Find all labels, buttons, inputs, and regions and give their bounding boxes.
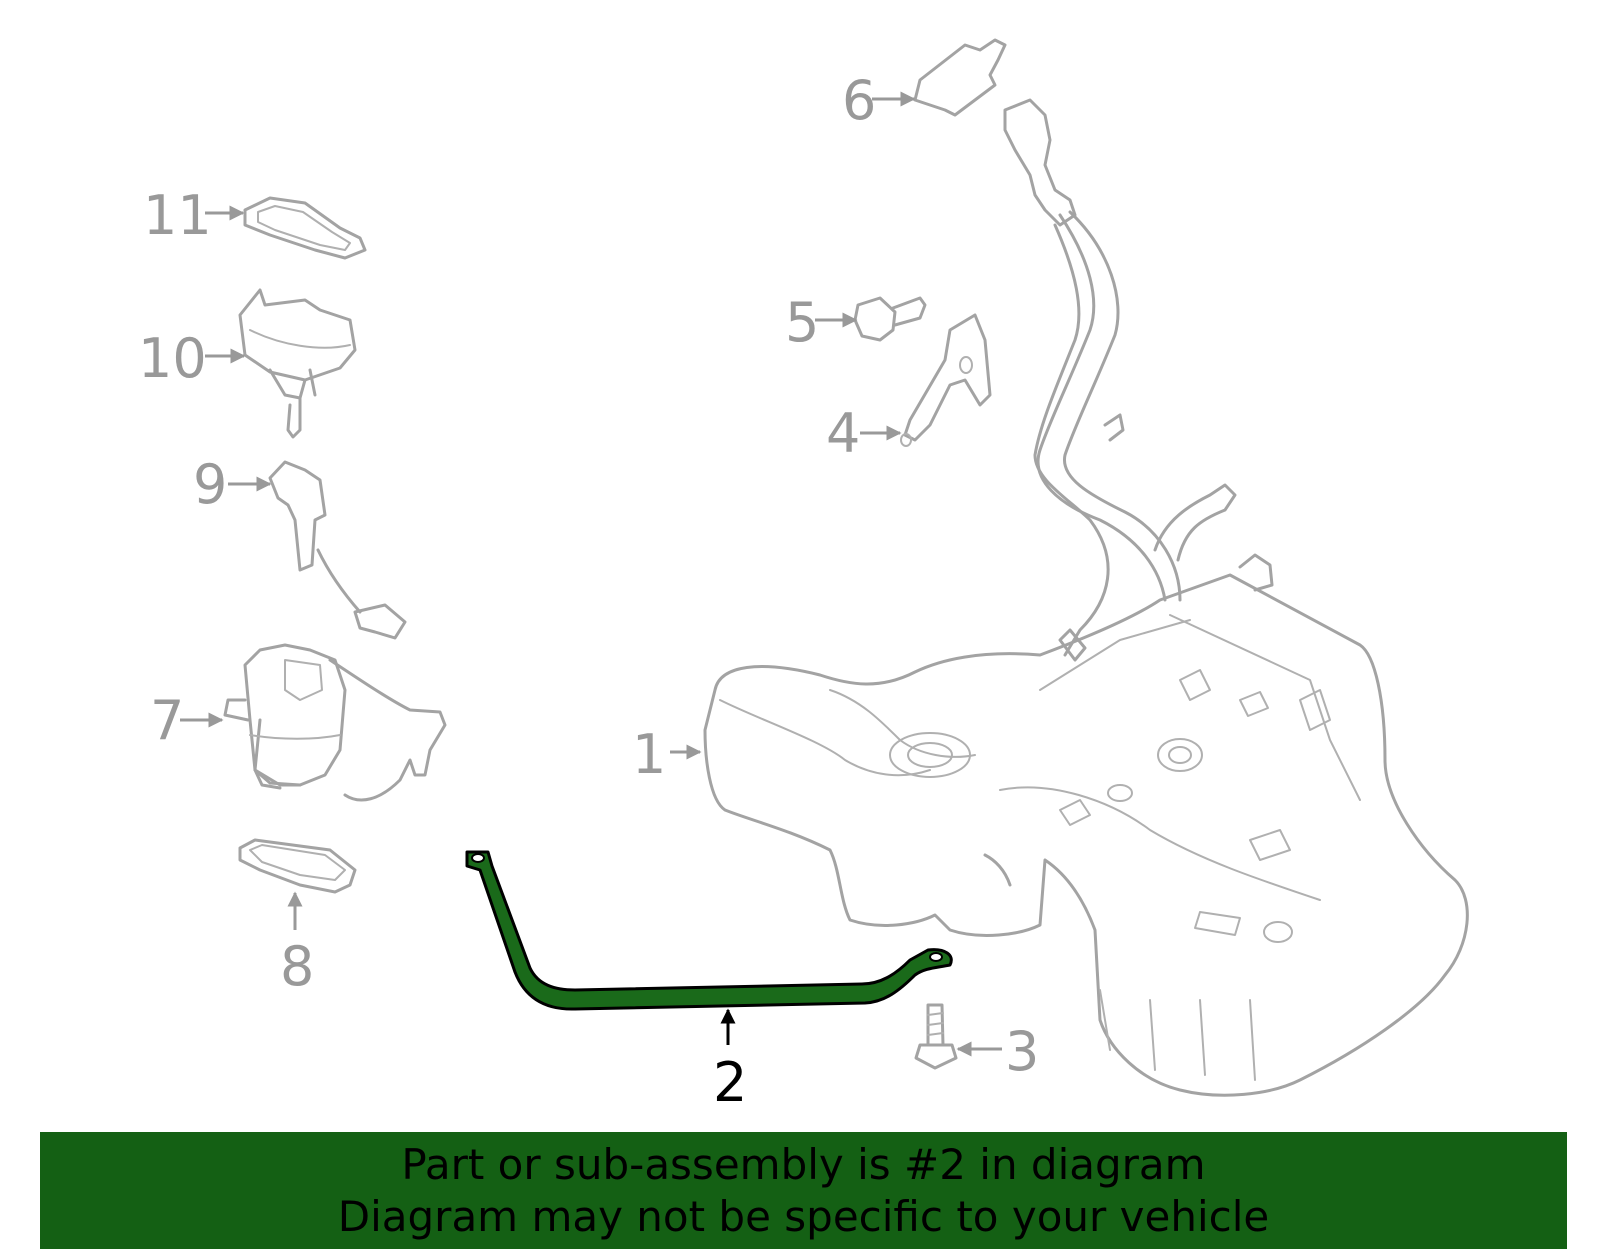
callout-6: 6 bbox=[842, 69, 876, 132]
parts-diagram: 1 2 3 4 5 6 7 8 9 10 11 bbox=[138, 38, 1469, 1114]
gasket-part-11[interactable] bbox=[243, 196, 367, 260]
info-banner: Part or sub-assembly is #2 in diagram Di… bbox=[40, 1132, 1567, 1249]
callout-3: 3 bbox=[1005, 1020, 1039, 1083]
tank-strap-part-2[interactable] bbox=[465, 850, 953, 1011]
bracket-part-4[interactable] bbox=[900, 313, 992, 447]
callout-8: 8 bbox=[280, 935, 314, 998]
callout-5: 5 bbox=[785, 291, 819, 354]
seal-ring-part-8[interactable] bbox=[238, 838, 357, 894]
callout-7: 7 bbox=[150, 689, 184, 752]
bolt-part-3[interactable] bbox=[914, 1003, 958, 1070]
banner-line-1: Part or sub-assembly is #2 in diagram bbox=[401, 1139, 1206, 1189]
callout-10: 10 bbox=[138, 327, 207, 390]
flange-part-10[interactable] bbox=[238, 288, 357, 439]
filler-cap-seal-part[interactable] bbox=[913, 38, 1007, 117]
bolt-part-5[interactable] bbox=[853, 296, 927, 342]
fuel-tank-part[interactable] bbox=[703, 553, 1469, 1097]
callout-1: 1 bbox=[632, 723, 666, 786]
filler-neck-part[interactable] bbox=[1003, 98, 1237, 662]
callout-4: 4 bbox=[826, 402, 860, 465]
pump-module-part-7[interactable] bbox=[223, 643, 447, 802]
sender-part-9[interactable] bbox=[268, 460, 407, 640]
banner-line-2: Diagram may not be specific to your vehi… bbox=[337, 1191, 1270, 1241]
callout-9: 9 bbox=[193, 453, 227, 516]
callout-11: 11 bbox=[143, 184, 212, 247]
callout-2: 2 bbox=[713, 1051, 747, 1114]
